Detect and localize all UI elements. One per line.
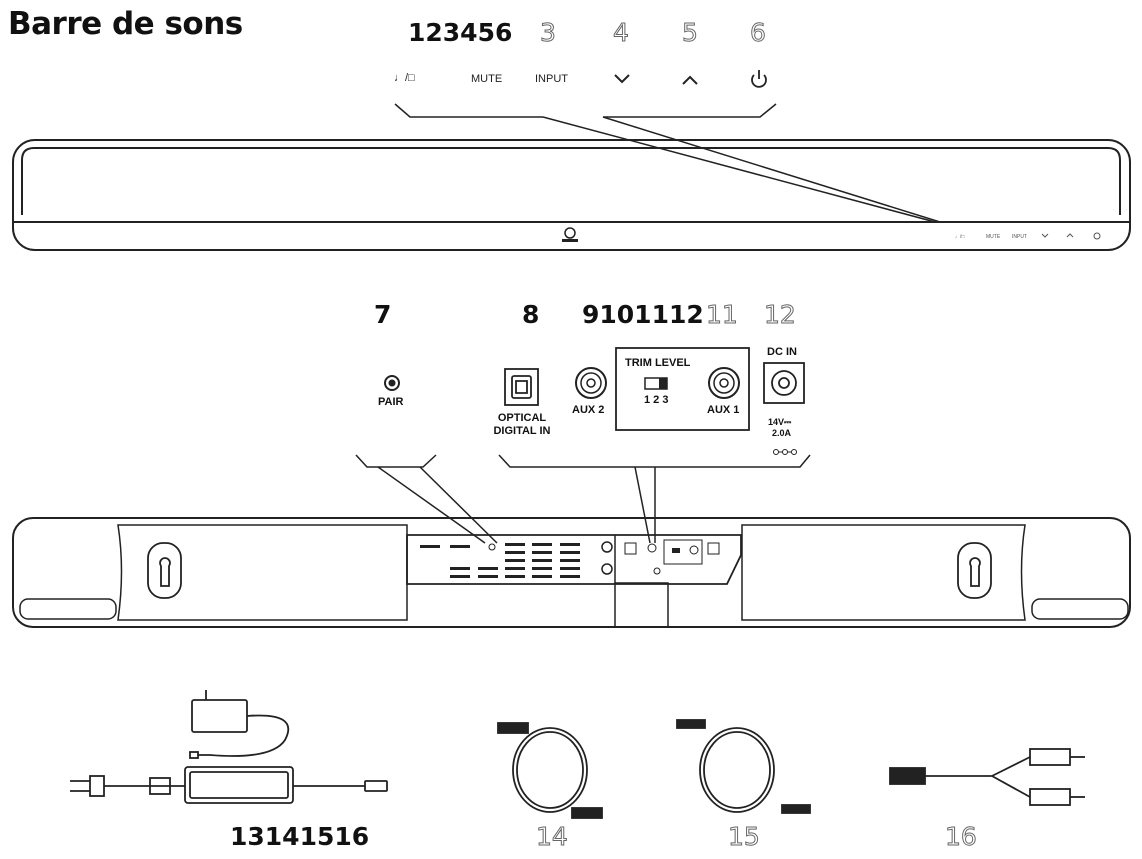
callout-group-13-16: 13141516: [230, 822, 370, 851]
callout-5: 5: [682, 18, 699, 48]
keyhole-mount-left-icon: [147, 542, 182, 599]
callout-group-9-12: 9101112: [582, 300, 704, 329]
dc-in-label: DC IN: [767, 346, 797, 358]
dc-in-jack-icon: [763, 362, 805, 404]
svg-text:MUTE: MUTE: [986, 234, 1001, 240]
aux1-label: AUX 1: [707, 404, 740, 416]
optical-label-line1: OPTICAL: [497, 412, 547, 424]
aux1-jack-icon: [708, 367, 740, 399]
callout-6: 6: [750, 18, 767, 48]
brand-logo: [562, 227, 578, 242]
source-button-label: ♩/□: [394, 72, 415, 84]
power-adapter-icon: [70, 690, 388, 804]
rca-cable-icon: [889, 748, 1085, 806]
callout-15: 15: [728, 822, 761, 852]
callout-16: 16: [945, 822, 978, 852]
aux2-jack-icon: [575, 367, 607, 399]
svg-text:INPUT: INPUT: [1012, 234, 1027, 240]
mute-button-label: MUTE: [471, 73, 503, 85]
button-bracket: [394, 103, 941, 223]
front-controls: ♩/□ MUTE INPUT: [955, 232, 1101, 240]
callout-14: 14: [536, 822, 569, 852]
chevron-down-icon: [614, 74, 630, 84]
callout-12: 12: [764, 300, 797, 330]
input-button-label: INPUT: [535, 73, 568, 85]
pair-label: PAIR: [378, 396, 404, 408]
callout-8: 8: [522, 300, 540, 329]
optical-cable-icon: [497, 722, 603, 819]
rear-connector-panel: [406, 534, 742, 585]
optical-port-icon: [504, 368, 539, 406]
trim-switch-icon: [644, 377, 668, 390]
trim-positions-label: 1 2 3: [644, 394, 669, 406]
power-icon: [751, 70, 767, 88]
audio-cable-icon: [676, 719, 811, 814]
chevron-up-icon: [682, 75, 698, 85]
aux2-label: AUX 2: [572, 404, 605, 416]
optical-label-line2: DIGITAL IN: [493, 425, 551, 437]
svg-text:♩/□: ♩/□: [955, 234, 964, 240]
dc-spec-voltage: 14V⎓: [768, 417, 792, 427]
soundbar-front: [12, 139, 1131, 251]
rear-brackets: [355, 454, 811, 544]
callout-4: 4: [613, 18, 630, 48]
keyhole-mount-right-icon: [957, 542, 992, 599]
trim-level-box: [615, 347, 750, 431]
dc-spec-current: 2.0A: [772, 428, 792, 438]
callout-7: 7: [374, 300, 392, 329]
callout-11: 11: [706, 300, 739, 330]
polarity-icon: [773, 449, 797, 455]
callout-group-1-6: 123456: [408, 18, 513, 47]
trim-level-label: TRIM LEVEL: [625, 357, 691, 369]
page-title: Barre de sons: [8, 6, 243, 42]
soundbar-rear: [12, 517, 1131, 628]
pair-button-icon: [384, 375, 400, 391]
callout-3: 3: [540, 18, 557, 48]
